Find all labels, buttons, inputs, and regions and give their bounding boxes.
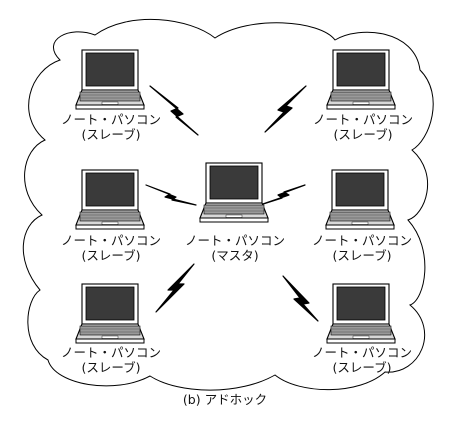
- node-name: ノート・パソコン: [60, 233, 161, 248]
- link-bottom-left: [155, 263, 195, 313]
- node-label: ノート・パソコン (スレーブ): [297, 233, 427, 263]
- master-label: ノート・パソコン (マスタ): [170, 233, 300, 263]
- link-mid-left: [145, 184, 197, 206]
- laptop-icon: [75, 169, 145, 230]
- node-role: (スレーブ): [81, 360, 141, 375]
- link-mid-right: [259, 184, 306, 206]
- laptop-icon: [75, 49, 145, 110]
- laptop-icon: [75, 283, 145, 344]
- node-role: (スレーブ): [333, 127, 393, 142]
- figure-caption: (b) アドホック: [182, 392, 268, 407]
- node-name: ノート・パソコン: [312, 112, 413, 127]
- node-name: ノート・パソコン: [311, 345, 412, 360]
- node-label: ノート・パソコン (スレーブ): [46, 233, 176, 263]
- node-name: ノート・パソコン: [60, 345, 161, 360]
- node-name: ノート・パソコン: [184, 233, 285, 248]
- cloud-boundary: [22, 18, 434, 391]
- wireless-links: [145, 85, 319, 322]
- node-name: ノート・パソコン: [60, 112, 161, 127]
- link-top-left: [149, 85, 199, 136]
- node-role: (マスタ): [211, 248, 259, 263]
- node-label: ノート・パソコン (スレーブ): [46, 345, 176, 375]
- node-name: ノート・パソコン: [311, 233, 412, 248]
- node-label: ノート・パソコン (スレーブ): [46, 112, 176, 142]
- node-role: (スレーブ): [81, 127, 141, 142]
- node-role: (スレーブ): [332, 360, 392, 375]
- link-bottom-right: [282, 275, 319, 322]
- node-role: (スレーブ): [81, 248, 141, 263]
- node-label: ノート・パソコン (スレーブ): [297, 345, 427, 375]
- laptop-icon: [199, 162, 269, 223]
- link-top-right: [264, 85, 307, 133]
- node-label: ノート・パソコン (スレーブ): [298, 112, 428, 142]
- laptop-icon: [326, 49, 396, 110]
- laptop-icon: [326, 283, 396, 344]
- node-role: (スレーブ): [332, 248, 392, 263]
- laptop-icon: [325, 169, 395, 230]
